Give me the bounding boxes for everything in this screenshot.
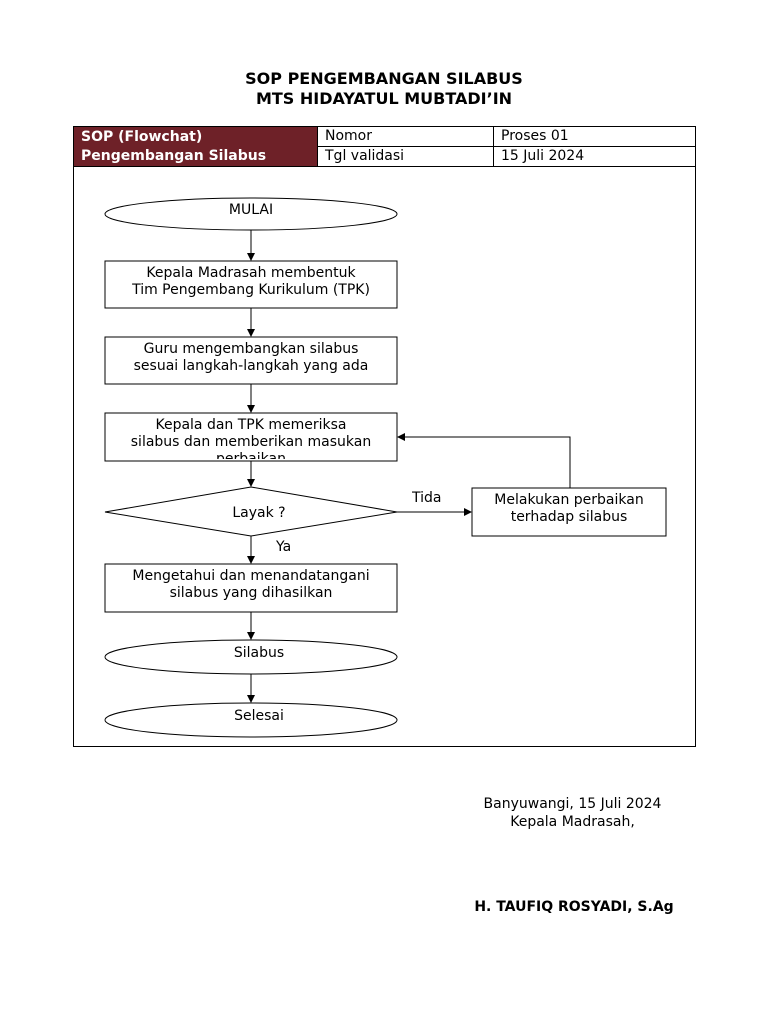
- start-label: MULAI: [228, 202, 274, 218]
- flowchart-frame: [73, 167, 696, 747]
- step1-line2: Tim Pengembang Kurikulum (TPK): [132, 282, 370, 298]
- sop-title-line1: SOP (Flowchat): [81, 128, 203, 145]
- yes-branch-label: Ya: [276, 539, 292, 555]
- step2-line2: sesuai langkah-langkah yang ada: [133, 358, 369, 374]
- place-date: Banyuwangi, 15 Juli 2024: [483, 796, 662, 812]
- fix-line2: terhadap silabus: [510, 509, 628, 525]
- decision-label: Layak ?: [232, 505, 286, 521]
- fix-box: [471, 487, 667, 537]
- end-terminal: [104, 702, 398, 738]
- school-name: MTS HIDAYATUL MUBTADI’IN: [255, 89, 513, 108]
- end-label: Selesai: [234, 708, 284, 724]
- step2-line1: Guru mengembangkan silabus: [143, 341, 359, 357]
- step3-line2: silabus dan memberikan masukan: [130, 434, 372, 450]
- step3-line1: Kepala dan TPK memeriksa: [155, 417, 347, 433]
- no-branch-label: Tida: [412, 490, 442, 506]
- fix-text: Melakukan perbaikan terhadap silabus: [472, 492, 666, 526]
- step4-text: Mengetahui dan menandatangani silabus ya…: [105, 568, 397, 602]
- step4-line1: Mengetahui dan menandatangani: [132, 568, 370, 584]
- tgl-validasi-value: 15 Juli 2024: [493, 146, 696, 167]
- info-table: SOP (Flowchat) Pengembangan Silabus Nomo…: [73, 126, 696, 167]
- signer-name: H. TAUFIQ ROSYADI, S.Ag: [474, 899, 674, 915]
- step4-line2: silabus yang dihasilkan: [169, 585, 333, 601]
- step1-line1: Kepala Madrasah membentuk: [146, 265, 356, 281]
- sop-title-line2: Pengembangan Silabus: [81, 147, 267, 164]
- sop-title-cell: SOP (Flowchat) Pengembangan Silabus: [73, 126, 318, 167]
- step3-line3: perbaikan: [216, 451, 286, 459]
- document-title: SOP PENGEMBANGAN SILABUS: [245, 69, 523, 88]
- step3-text: Kepala dan TPK memeriksa silabus dan mem…: [105, 417, 397, 459]
- step1-text: Kepala Madrasah membentuk Tim Pengembang…: [105, 265, 397, 299]
- fix-line1: Melakukan perbaikan: [494, 492, 644, 508]
- step3-box: [104, 412, 398, 462]
- tgl-validasi-label: Tgl validasi: [317, 146, 494, 167]
- output-label: Silabus: [233, 645, 285, 661]
- signer-role: Kepala Madrasah,: [510, 814, 635, 830]
- step2-text: Guru mengembangkan silabus sesuai langka…: [105, 341, 397, 375]
- step2-box: [104, 336, 398, 385]
- arrow-fix-step3: [397, 433, 571, 488]
- nomor-value: Proses 01: [493, 126, 696, 147]
